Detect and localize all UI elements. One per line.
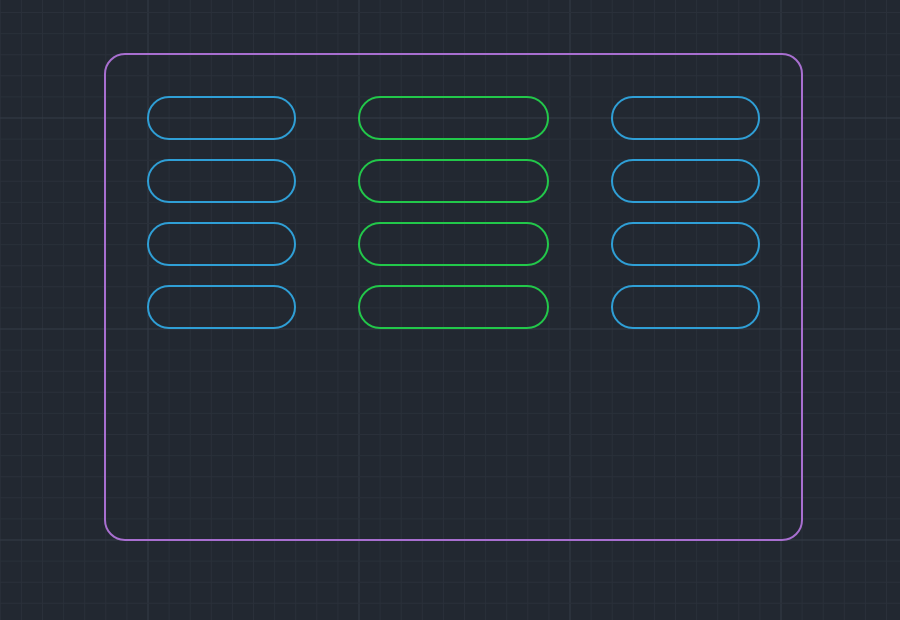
slot-middle-c2-r4 bbox=[358, 285, 549, 329]
slot-outer-c3-r4 bbox=[611, 285, 760, 329]
slot-outer-c1-r3 bbox=[147, 222, 296, 266]
outer-frame bbox=[104, 53, 803, 541]
slot-outer-c3-r2 bbox=[611, 159, 760, 203]
slot-outer-c1-r2 bbox=[147, 159, 296, 203]
slot-outer-c1-r4 bbox=[147, 285, 296, 329]
slot-middle-c2-r2 bbox=[358, 159, 549, 203]
slot-outer-c3-r3 bbox=[611, 222, 760, 266]
slot-middle-c2-r3 bbox=[358, 222, 549, 266]
slot-outer-c3-r1 bbox=[611, 96, 760, 140]
slot-outer-c1-r1 bbox=[147, 96, 296, 140]
slot-layout bbox=[147, 96, 760, 329]
slot-middle-c2-r1 bbox=[358, 96, 549, 140]
